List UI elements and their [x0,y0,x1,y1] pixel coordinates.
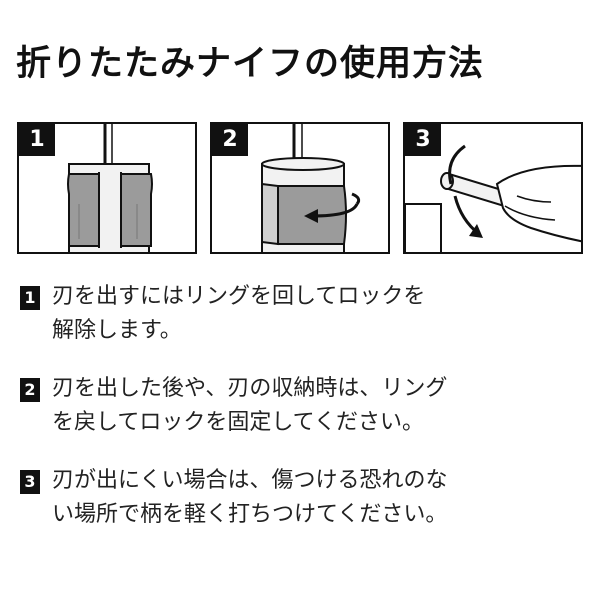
illustration-panel-1: 1 [17,122,197,254]
step-text-line: い場所で柄を軽く打ちつけてください。 [52,502,448,527]
step-text: 刃が出にくい場合は、傷つける恐れのな い場所で柄を軽く打ちつけてください。 [52,464,582,532]
tap-handle-illustration [405,144,581,252]
panel-number-2: 2 [212,124,248,156]
panel-number-1: 1 [19,124,55,156]
step-text-line: 解除します。 [52,318,182,343]
illustration-panel-2: 2 [210,122,390,254]
step-text-line: を戻してロックを固定してください。 [52,410,425,435]
illustration-panel-3: 3 [403,122,583,254]
illustration-panels: 1 2 [17,122,583,258]
ring-unlock-illustration [67,124,153,252]
ring-lock-illustration [261,124,361,252]
step-number-badge: 3 [20,470,40,494]
step-number-badge: 1 [20,286,40,310]
step-text-line: 刃を出すにはリングを回してロックを [52,284,426,309]
step-text: 刃を出した後や、刃の収納時は、リング を戻してロックを固定してください。 [52,372,582,440]
page-title: 折りたたみナイフの使用方法 [16,44,485,84]
step-number-badge: 2 [20,378,40,402]
panel-number-3: 3 [405,124,441,156]
step-text: 刃を出すにはリングを回してロックを 解除します。 [52,280,582,348]
step-text-line: 刃を出した後や、刃の収納時は、リング [52,376,448,401]
step-text-line: 刃が出にくい場合は、傷つける恐れのな [52,468,448,493]
